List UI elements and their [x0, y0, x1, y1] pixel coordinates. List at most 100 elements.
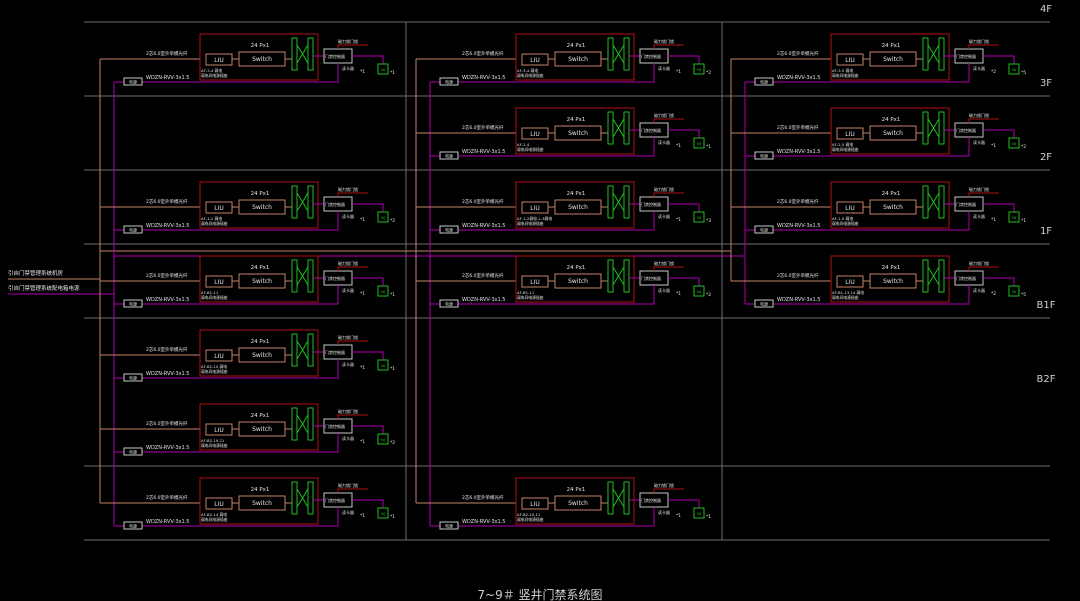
power-branch-line	[430, 63, 655, 83]
patch-panel-left	[922, 37, 929, 71]
lock-line	[653, 266, 684, 271]
lock-label: 磁力锁门锁	[969, 112, 989, 118]
count-a-label: *1	[676, 513, 681, 519]
liu-label: LIU	[214, 501, 224, 508]
controller-label: 门禁控制器	[956, 53, 976, 59]
reader-label: 读卡器	[973, 65, 985, 71]
power-cable-label: WDZN-RVV-3x1.5	[146, 371, 189, 377]
card-reader-icon-label: NJ	[381, 67, 385, 72]
card-reader-icon	[693, 63, 705, 75]
incoming-line-label-power: 引自门禁管理系统配电箱电源	[8, 284, 80, 292]
cabinet-frame	[515, 255, 635, 303]
cabinet-label: 24 Px1	[567, 43, 586, 49]
power-box	[123, 225, 143, 234]
reader-label: 读卡器	[342, 435, 354, 441]
floor-label: 1F	[1040, 226, 1052, 237]
reader-line	[668, 203, 700, 212]
controller-label: 门禁控制器	[325, 497, 345, 503]
cabinet-sub-label: 弱电间电源插座	[201, 443, 228, 448]
power-branch-line	[114, 63, 339, 83]
cabinet-label: 24 Px1	[567, 191, 586, 197]
cabinet-id-label: AF-3-5 弱电	[832, 68, 853, 73]
patch-panel-left	[291, 481, 298, 515]
card-reader-icon	[1008, 285, 1020, 297]
liu-label: LIU	[845, 131, 855, 138]
patch-cross-b	[296, 44, 309, 64]
lock-line	[337, 414, 368, 419]
patch-panel-right	[307, 185, 314, 219]
cabinet-label: 24 Px1	[251, 265, 270, 271]
lock-line	[337, 488, 368, 493]
card-reader-icon-label: NJ	[697, 67, 701, 72]
count-a-label: *1	[360, 513, 365, 519]
floor-label: 2F	[1040, 152, 1052, 163]
cabinet-sub-label: 弱电间电源插座	[201, 73, 228, 78]
cabinet-sub-label: 弱电间电源插座	[517, 221, 544, 226]
switch-label: Switch	[252, 204, 272, 211]
lock-line	[653, 192, 684, 197]
power-cable-label: WDZN-RVV-3x1.5	[146, 223, 189, 229]
reader-line	[983, 277, 1015, 286]
power-box	[439, 521, 459, 530]
fiber-label: 2芯6.0室外单模光纤	[146, 50, 188, 57]
cabinet-sub-label: 弱电间电源插座	[517, 147, 544, 152]
lock-label: 磁力锁门锁	[969, 260, 989, 266]
patch-panel-right	[938, 259, 945, 293]
reader-line	[668, 499, 700, 508]
count-a-label: *1	[360, 439, 365, 445]
card-reader-icon	[693, 507, 705, 519]
patch-panel-right	[623, 481, 630, 515]
patch-panel-left	[922, 259, 929, 293]
count-a-label: *1	[991, 217, 996, 223]
card-reader-icon-label: NJ	[381, 363, 385, 368]
reader-label: 读卡器	[973, 139, 985, 145]
count-b-label: *2	[390, 218, 395, 224]
liu-label: LIU	[530, 57, 540, 64]
cabinet-label: 24 Px1	[567, 117, 586, 123]
power-box-label: 电源	[129, 227, 137, 233]
patch-panel-right	[307, 481, 314, 515]
power-branch-line	[745, 211, 970, 231]
power-cable-label: WDZN-RVV-3x1.5	[777, 149, 820, 155]
power-cable-label: WDZN-RVV-3x1.5	[777, 223, 820, 229]
cabinet-sub-label: 弱电间电源插座	[832, 147, 859, 152]
power-box-label: 电源	[445, 301, 453, 307]
patch-panel-left	[922, 111, 929, 145]
cabinet-sub-label: 弱电间电源插座	[201, 517, 228, 522]
lock-label: 磁力锁门锁	[338, 260, 358, 266]
cabinet-label: 24 Px1	[567, 265, 586, 271]
power-box-label: 电源	[129, 523, 137, 529]
power-box	[439, 299, 459, 308]
card-reader-icon	[693, 285, 705, 297]
switch-label: Switch	[883, 130, 903, 137]
count-b-label: *2	[1021, 144, 1026, 150]
reader-line	[352, 499, 384, 508]
cabinet-id-label: AF-3-4 弱电	[517, 68, 538, 73]
card-reader-icon-label: NJ	[381, 511, 385, 516]
cabinet-frame	[515, 107, 635, 155]
card-reader-icon	[1008, 211, 1020, 223]
cabinet-id-label: AF-2-5 弱电	[832, 142, 853, 147]
lock-line	[653, 44, 684, 49]
reader-label: 读卡器	[342, 361, 354, 367]
cabinet-frame	[515, 477, 635, 525]
card-reader-icon-label: NJ	[1012, 141, 1016, 146]
cabinet-id-label: AF-B2-14 弱电	[201, 512, 227, 517]
power-branch-line	[745, 137, 970, 157]
fiber-label: 2芯6.0室外单模光纤	[146, 346, 188, 353]
switch-label: Switch	[568, 500, 588, 507]
switch-label: Switch	[568, 130, 588, 137]
reader-label: 读卡器	[342, 287, 354, 293]
power-cable-label: WDZN-RVV-3x1.5	[146, 297, 189, 303]
liu-label: LIU	[845, 205, 855, 212]
fiber-label: 2芯6.0室外单模光纤	[777, 272, 819, 279]
power-box-label: 电源	[129, 375, 137, 381]
switch-label: Switch	[252, 278, 272, 285]
controller-label: 门禁控制器	[641, 53, 661, 59]
reader-label: 读卡器	[658, 213, 670, 219]
